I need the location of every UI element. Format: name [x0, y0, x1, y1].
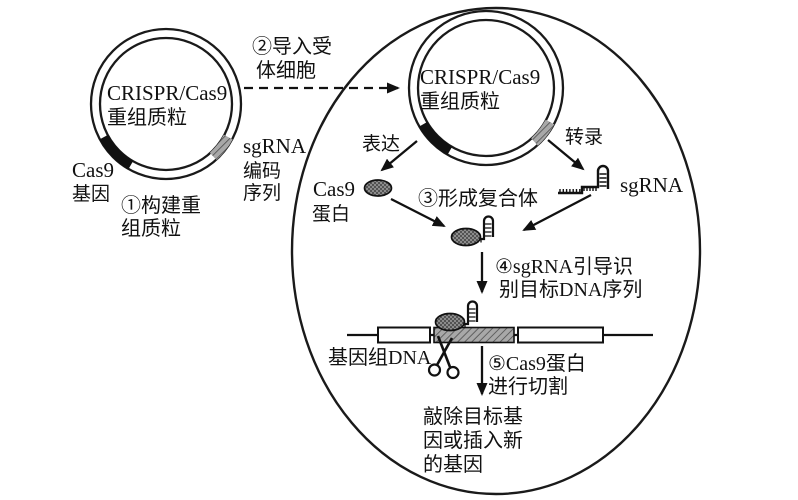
- step2-label-line1: ②导入受: [252, 35, 332, 58]
- sgrna-coding-segment: [531, 119, 555, 146]
- scissors-icon: [427, 335, 460, 380]
- sgrna-label: sgRNA: [620, 173, 684, 197]
- step1-label-line2: 组质粒: [121, 217, 181, 240]
- recombinant-plasmid-in-cell: CRISPR/Cas9 重组质粒: [407, 9, 565, 167]
- plasmid-name-line2: 重组质粒: [420, 90, 500, 113]
- plasmid-outer-ring: [89, 27, 243, 181]
- sgrna-coding-label-line3: 序列: [243, 182, 281, 204]
- step1-label-line1: ①构建重: [121, 194, 201, 217]
- express-label: 表达: [362, 133, 400, 155]
- result-label-line2: 因或插入新: [423, 429, 523, 452]
- sgrna-coding-label-line1: sgRNA: [243, 134, 307, 158]
- step4-label-line2: 别目标DNA序列: [499, 278, 642, 301]
- cas9-gene-label-line2: 基因: [72, 183, 110, 205]
- result-label-line3: 的基因: [423, 453, 483, 476]
- step3-label: ③形成复合体: [418, 187, 538, 210]
- cas9-protein-shape: [363, 179, 393, 197]
- recombinant-plasmid-outside: CRISPR/Cas9 重组质粒: [89, 27, 243, 181]
- sgrna-coding-segment: [209, 134, 233, 161]
- plasmid-inner-ring: [98, 36, 234, 172]
- dna-box-right: [517, 326, 604, 344]
- plasmid-name-line2: 重组质粒: [107, 106, 187, 129]
- dna-box-left: [377, 326, 431, 344]
- plasmid-name-line1: CRISPR/Cas9: [420, 65, 540, 89]
- genome-dna-label: 基因组DNA: [328, 346, 432, 369]
- transcribe-arrow: [547, 139, 585, 171]
- plasmid-name-line1: CRISPR/Cas9: [107, 81, 227, 105]
- cell-membrane: [290, 6, 702, 496]
- transcribe-label: 转录: [565, 126, 603, 148]
- step2-label-line2: 体细胞: [256, 59, 316, 82]
- genomic-dna: [347, 326, 653, 344]
- target-dna-segment: [433, 326, 515, 344]
- cas9-protein-label-line1: Cas9: [313, 177, 355, 201]
- cas9-gene-segment: [418, 121, 453, 156]
- sgrna-to-complex-arrow: [522, 193, 592, 232]
- sgrna-coding-label-line2: 编码: [243, 160, 281, 182]
- cas9-gene-segment: [99, 134, 134, 170]
- result-label-line1: 敲除目标基: [423, 405, 523, 428]
- cas9-gene-label-line1: Cas9: [72, 158, 114, 182]
- plasmid-outer-ring: [407, 9, 565, 167]
- plasmid-inner-ring: [416, 18, 556, 158]
- cas9-protein-label-line2: 蛋白: [312, 203, 350, 225]
- step5-label-line1: ⑤Cas9蛋白: [488, 352, 586, 375]
- express-arrow: [380, 140, 418, 172]
- protein-to-complex-arrow: [390, 197, 446, 228]
- step4-label-line1: ④sgRNA引导识: [495, 255, 633, 278]
- step5-label-line2: 进行切割: [488, 375, 568, 398]
